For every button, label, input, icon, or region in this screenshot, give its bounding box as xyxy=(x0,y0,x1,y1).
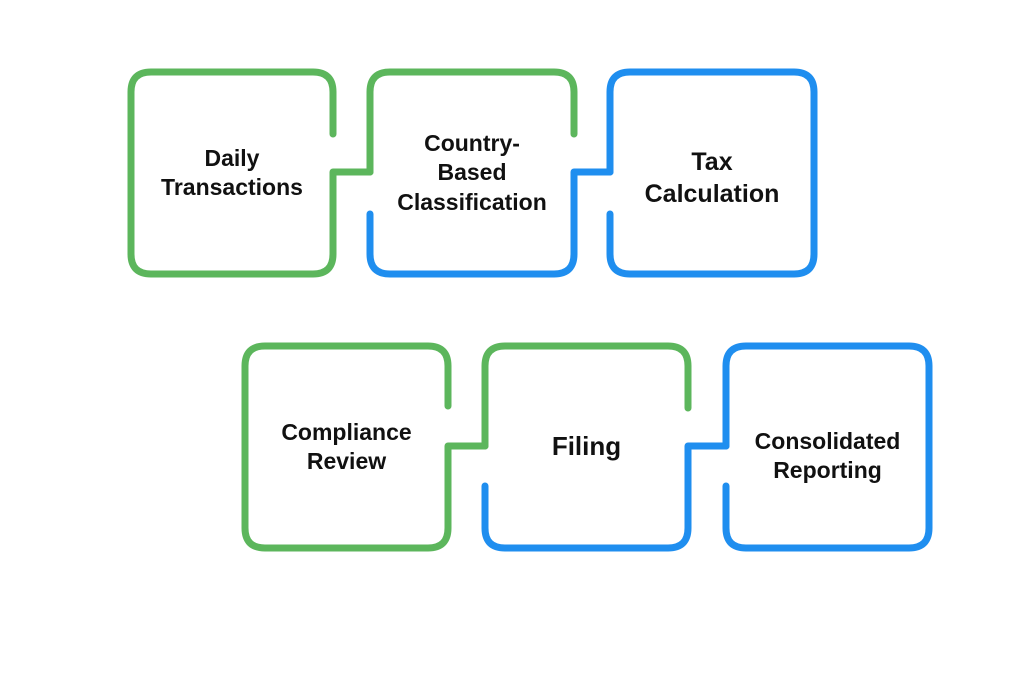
step-box-daily-transactions xyxy=(127,68,374,278)
step-box-consolidated-reporting xyxy=(722,342,933,552)
step-label-compliance-review: Compliance Review xyxy=(281,418,412,474)
step-box-compliance-review xyxy=(241,342,489,552)
step-label-country-based-classification: Country- Based Classification xyxy=(397,129,547,215)
step-box-country-based-classification xyxy=(366,68,578,176)
step-label-daily-transactions: Daily Transactions xyxy=(161,144,303,200)
step-box-tax-calculation xyxy=(606,68,818,278)
step-box-filing xyxy=(481,342,692,450)
step-box-country-based-classification-lower xyxy=(366,168,614,278)
step-label-tax-calculation: Tax Calculation xyxy=(644,148,780,208)
step-label-filing: Filing xyxy=(551,431,622,462)
step-label-consolidated-reporting: Consolidated Reporting xyxy=(754,427,901,483)
step-box-filing-lower xyxy=(481,442,730,552)
